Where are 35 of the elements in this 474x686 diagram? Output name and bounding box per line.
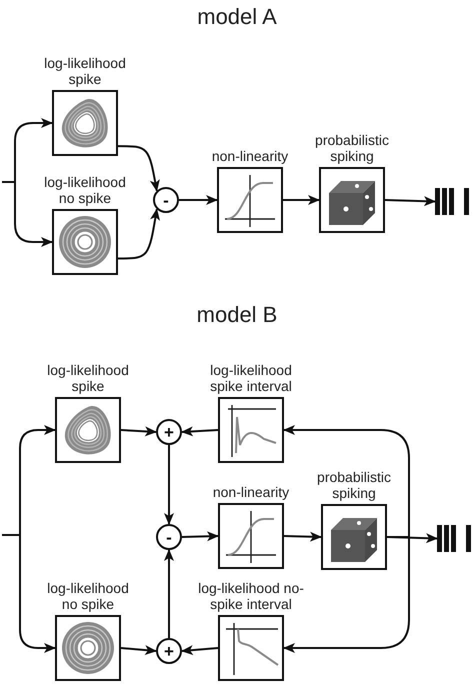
arrow xyxy=(283,195,320,205)
arrow xyxy=(118,208,160,260)
box-heading: probabilistic spiking xyxy=(314,132,390,164)
arrow xyxy=(164,445,174,525)
arrow xyxy=(14,118,53,182)
arrow xyxy=(120,426,157,436)
arrow xyxy=(118,145,160,192)
box-heading: probabilistic spiking xyxy=(316,469,392,501)
arrow xyxy=(384,196,436,206)
box-heading: log-likelihood spike xyxy=(46,362,130,394)
section-heading: model B xyxy=(196,302,278,328)
arrow xyxy=(181,645,218,656)
box-heading: non-linearity xyxy=(210,148,290,164)
arrow xyxy=(181,426,218,436)
arrow xyxy=(14,182,53,247)
arrow xyxy=(19,425,56,535)
connector-line xyxy=(2,181,15,183)
arrow xyxy=(120,645,157,656)
section-heading: model A xyxy=(197,4,277,30)
box-heading: log-likelihood spike xyxy=(43,55,127,87)
box-heading: log-likelihood no spike xyxy=(46,580,130,612)
arrow xyxy=(179,195,218,205)
connector-line xyxy=(2,534,20,536)
box-heading: non-linearity xyxy=(212,484,290,500)
arrow xyxy=(19,535,56,653)
spike-train-drawing xyxy=(437,525,473,552)
arrow xyxy=(182,531,219,542)
arrow xyxy=(283,536,410,653)
box-heading: log-likelihood no-spike interval xyxy=(197,580,305,612)
arrow xyxy=(284,532,322,542)
arrow xyxy=(164,549,174,638)
box-heading: log-likelihood no spike xyxy=(43,174,127,206)
spike-train-drawing xyxy=(435,188,471,215)
box-heading: log-likelihood spike interval xyxy=(209,362,293,394)
arrow xyxy=(283,425,410,538)
